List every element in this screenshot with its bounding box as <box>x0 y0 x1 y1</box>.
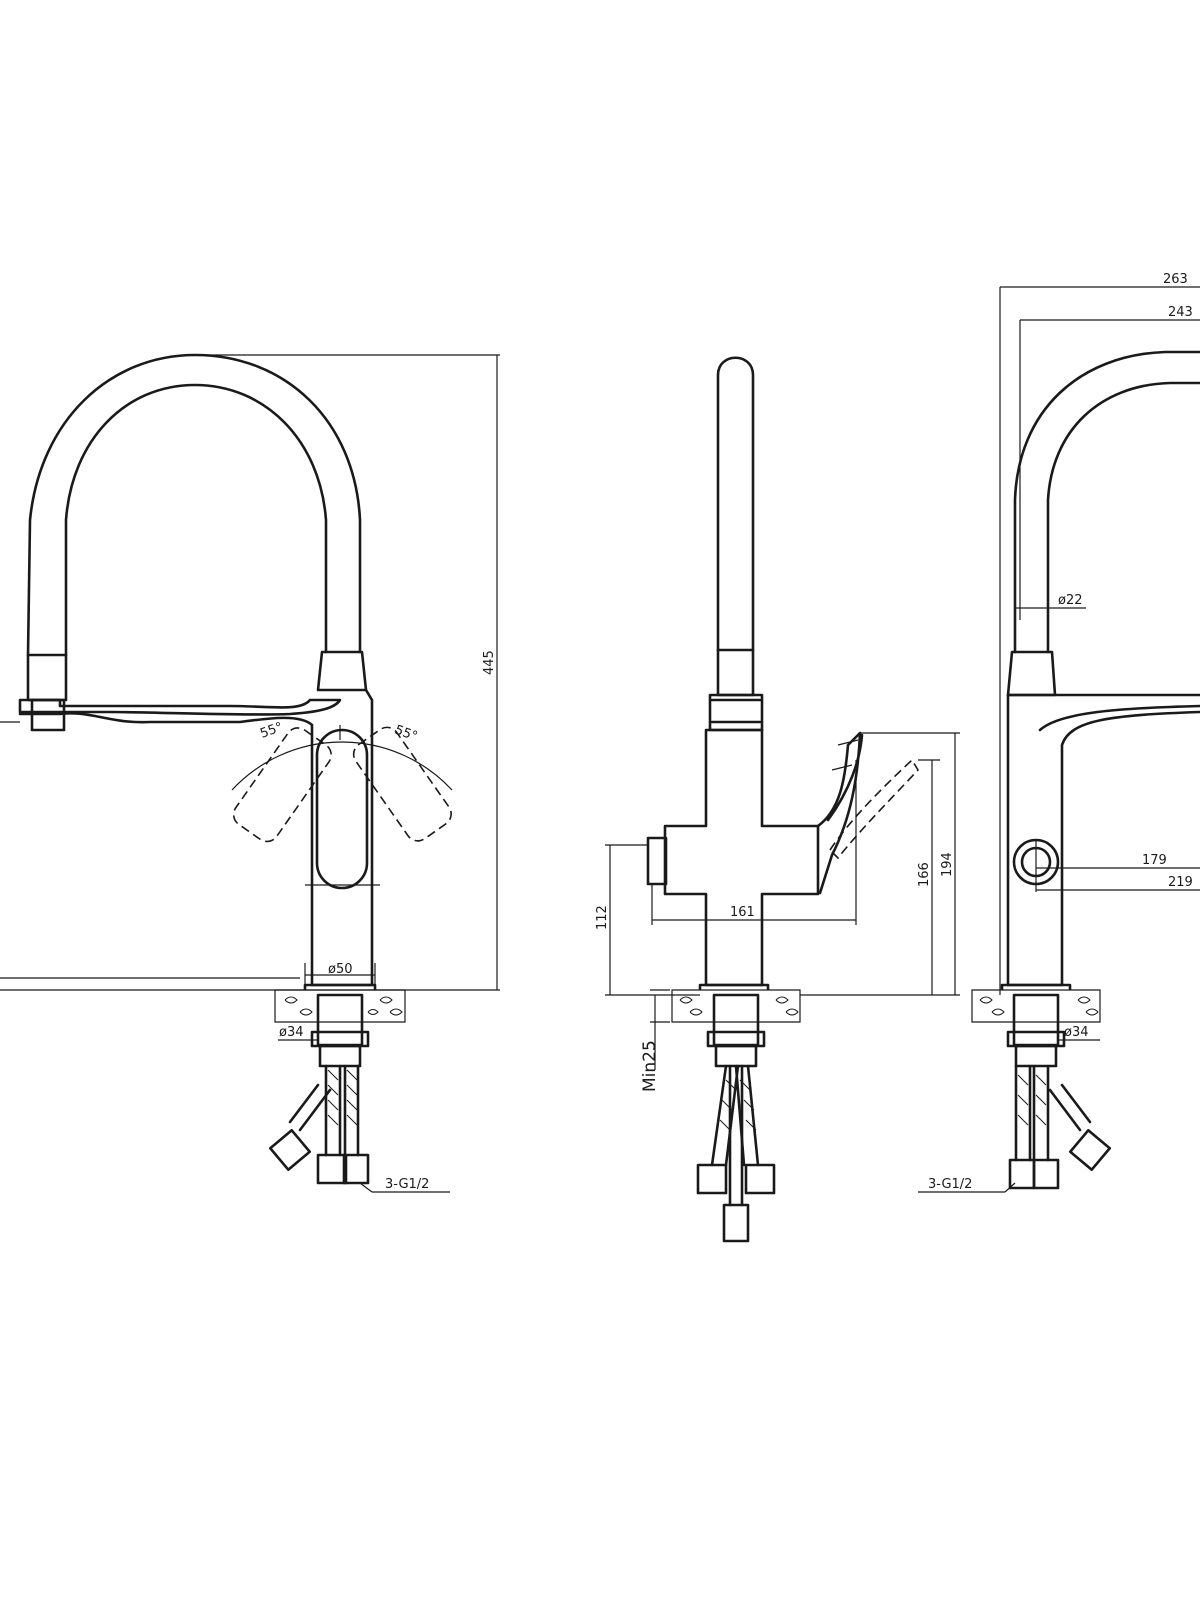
dim-phi22: ø22 <box>1058 593 1083 608</box>
side-view: 112 161 166 194 Min25 <box>595 356 960 1243</box>
dim-phi34-left: ø34 <box>279 1025 304 1040</box>
dim-243: 243 <box>1168 305 1193 320</box>
spout-collar <box>316 650 368 692</box>
side-hoses <box>696 1064 776 1243</box>
back-hoses <box>1008 1064 1112 1190</box>
conn-left-label: 3-G1/2 <box>385 1177 429 1192</box>
side-knob <box>646 836 668 886</box>
handle-rotated-left <box>232 727 332 843</box>
back-countertop <box>971 989 1101 1023</box>
spray-head <box>26 653 68 702</box>
side-spout <box>716 356 755 652</box>
back-spout <box>1013 350 1200 654</box>
angle-left-label: 55° <box>258 720 285 742</box>
front-body <box>18 698 342 716</box>
angle-arc <box>231 741 453 791</box>
dim-263: 263 <box>1163 272 1188 287</box>
front-handle <box>315 728 369 890</box>
dim-phi50: ø50 <box>328 962 353 977</box>
front-spout-outer <box>26 353 362 657</box>
dim-179: 179 <box>1142 853 1167 868</box>
dim-166: 166 <box>917 862 932 887</box>
dim-min25: Min25 <box>640 1040 660 1092</box>
front-view: 55° 55° 445 <box>0 353 500 1193</box>
back-view: 263 243 ø22 179 219 ø34 3-G1/2 <box>918 272 1200 1193</box>
dim-194: 194 <box>940 852 955 877</box>
dim-219: 219 <box>1168 875 1193 890</box>
handle-rotated-right <box>352 726 452 842</box>
conn-right-label: 3-G1/2 <box>928 1177 972 1192</box>
angle-right-label: 55° <box>393 723 420 745</box>
back-body <box>1006 693 1200 987</box>
front-spout-inner <box>64 383 328 657</box>
dim-445: 445 <box>482 650 497 675</box>
side-lever <box>816 731 862 895</box>
front-countertop <box>274 989 406 1023</box>
side-countertop <box>671 989 801 1023</box>
dim-112: 112 <box>595 905 610 930</box>
front-hoses <box>268 1064 370 1185</box>
dim-161: 161 <box>730 905 755 920</box>
side-body <box>663 728 820 987</box>
dim-phi34-right: ø34 <box>1064 1025 1089 1040</box>
